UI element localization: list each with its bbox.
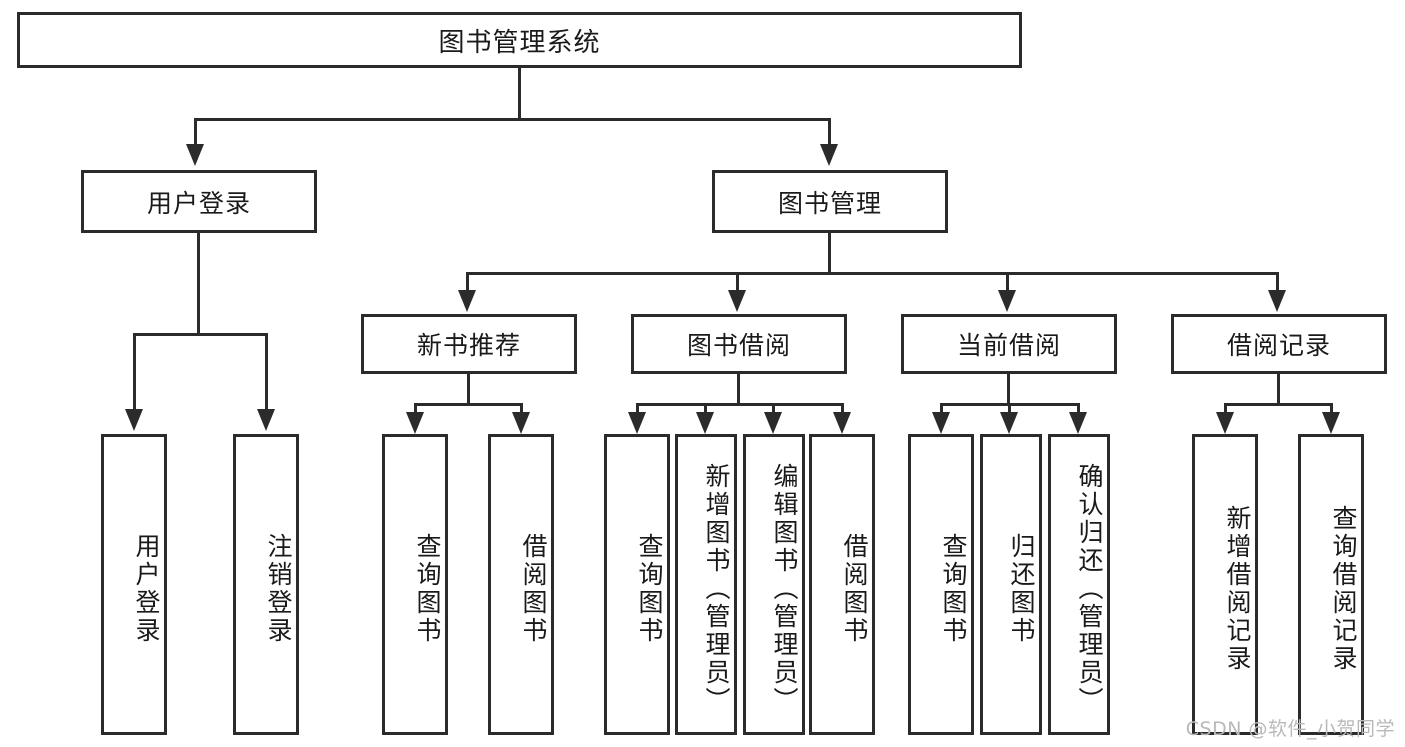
connector-cb-drop-3 xyxy=(1077,403,1080,415)
node-label: 图书管理 xyxy=(777,188,882,218)
node-label: 编辑图书（管理员） xyxy=(770,462,799,715)
node-label: 新增图书（管理员） xyxy=(702,462,731,715)
arrowhead-leaf-add-record xyxy=(1216,412,1234,434)
connector-br-drop-1 xyxy=(1224,403,1227,415)
connector-bb-drop-3 xyxy=(772,403,775,415)
connector-l3-drop-1 xyxy=(466,272,469,292)
arrowhead-leaf-add-book xyxy=(696,412,714,434)
node-root-system[interactable]: 图书管理系统 xyxy=(17,12,1022,68)
arrowhead-leaf-confirm-return xyxy=(1069,412,1087,434)
leaf-edit-book[interactable]: 编辑图书（管理员） xyxy=(743,434,805,735)
connector-bb-drop-2 xyxy=(704,403,707,415)
arrowhead-leaf-user-logout xyxy=(257,409,275,431)
connector-book-manage-bus xyxy=(466,272,1279,275)
connector-current-borrow-stem xyxy=(1007,374,1010,406)
node-borrow-record[interactable]: 借阅记录 xyxy=(1171,314,1387,374)
arrowhead-leaf-borrow-book-2 xyxy=(833,412,851,434)
arrowhead-user-login xyxy=(186,144,204,166)
leaf-query-book-3[interactable]: 查询图书 xyxy=(908,434,974,735)
arrowhead-borrow-record xyxy=(1268,290,1286,312)
leaf-user-logout[interactable]: 注销登录 xyxy=(233,434,299,735)
node-current-borrow[interactable]: 当前借阅 xyxy=(901,314,1117,374)
node-book-borrow[interactable]: 图书借阅 xyxy=(631,314,847,374)
connector-user-login-drop-2 xyxy=(265,333,268,411)
arrowhead-leaf-edit-book xyxy=(764,412,782,434)
connector-cb-drop-1 xyxy=(940,403,943,415)
leaf-query-book-1[interactable]: 查询图书 xyxy=(382,434,448,735)
node-label: 用户登录 xyxy=(132,532,161,645)
node-label: 查询图书 xyxy=(413,532,442,645)
connector-br-drop-2 xyxy=(1330,403,1333,415)
connector-borrow-record-stem xyxy=(1277,374,1280,406)
connector-book-borrow-stem xyxy=(737,374,740,406)
node-label: 当前借阅 xyxy=(956,331,1061,360)
node-label: 用户登录 xyxy=(146,188,251,218)
connector-l3-drop-4 xyxy=(1276,272,1279,292)
connector-borrow-record-bus xyxy=(1224,403,1333,406)
arrowhead-leaf-query-record xyxy=(1322,412,1340,434)
connector-user-login-drop-1 xyxy=(133,333,136,411)
connector-bb-drop-4 xyxy=(841,403,844,415)
node-book-manage[interactable]: 图书管理 xyxy=(712,170,948,233)
node-label: 借阅图书 xyxy=(519,532,548,645)
connector-root-stem xyxy=(518,68,521,120)
node-label: 图书借阅 xyxy=(686,331,791,360)
node-label: 新增借阅记录 xyxy=(1223,504,1252,673)
leaf-borrow-book-1[interactable]: 借阅图书 xyxy=(488,434,554,735)
connector-new-book-rec-stem xyxy=(467,374,470,406)
node-label: 查询借阅记录 xyxy=(1329,504,1358,673)
arrowhead-new-book-rec xyxy=(458,290,476,312)
leaf-add-record[interactable]: 新增借阅记录 xyxy=(1192,434,1258,735)
node-label: 注销登录 xyxy=(264,532,293,645)
node-label: 归还图书 xyxy=(1007,532,1036,645)
arrowhead-book-borrow xyxy=(728,290,746,312)
connector-book-borrow-bus xyxy=(636,403,844,406)
connector-book-manage-stem xyxy=(828,233,831,275)
connector-user-login-stem xyxy=(197,233,200,335)
node-user-login[interactable]: 用户登录 xyxy=(81,170,317,233)
leaf-user-login[interactable]: 用户登录 xyxy=(101,434,167,735)
node-label: 确认归还（管理员） xyxy=(1075,462,1104,715)
connector-new-book-rec-bus xyxy=(414,403,523,406)
node-label: 查询图书 xyxy=(939,532,968,645)
leaf-query-book-2[interactable]: 查询图书 xyxy=(604,434,670,735)
arrowhead-leaf-query-book-2 xyxy=(628,412,646,434)
leaf-add-book[interactable]: 新增图书（管理员） xyxy=(675,434,737,735)
arrowhead-current-borrow xyxy=(998,290,1016,312)
arrowhead-leaf-query-book-3 xyxy=(932,412,950,434)
watermark: CSDN @软件_小贺同学 xyxy=(1185,718,1395,740)
connector-user-login-bus xyxy=(133,333,268,336)
connector-root-drop-right xyxy=(828,118,831,146)
connector-nbr-drop-2 xyxy=(520,403,523,415)
connector-root-bus xyxy=(194,118,831,121)
node-label: 借阅记录 xyxy=(1226,331,1331,360)
node-label: 查询图书 xyxy=(635,532,664,645)
leaf-return-book[interactable]: 归还图书 xyxy=(980,434,1042,735)
connector-root-drop-left xyxy=(194,118,197,146)
connector-bb-drop-1 xyxy=(636,403,639,415)
node-new-book-rec[interactable]: 新书推荐 xyxy=(361,314,577,374)
leaf-borrow-book-2[interactable]: 借阅图书 xyxy=(809,434,875,735)
connector-cb-drop-2 xyxy=(1008,403,1011,415)
arrowhead-book-manage xyxy=(820,144,838,166)
leaf-query-record[interactable]: 查询借阅记录 xyxy=(1298,434,1364,735)
connector-l3-drop-3 xyxy=(1006,272,1009,292)
arrowhead-leaf-borrow-book-1 xyxy=(512,412,530,434)
leaf-confirm-return[interactable]: 确认归还（管理员） xyxy=(1048,434,1110,735)
node-label: 借阅图书 xyxy=(840,532,869,645)
arrowhead-leaf-query-book-1 xyxy=(406,412,424,434)
arrowhead-leaf-return-book xyxy=(1000,412,1018,434)
connector-l3-drop-2 xyxy=(736,272,739,292)
node-label: 图书管理系统 xyxy=(438,27,601,58)
node-label: 新书推荐 xyxy=(416,331,521,360)
arrowhead-leaf-user-login xyxy=(125,409,143,431)
connector-nbr-drop-1 xyxy=(414,403,417,415)
